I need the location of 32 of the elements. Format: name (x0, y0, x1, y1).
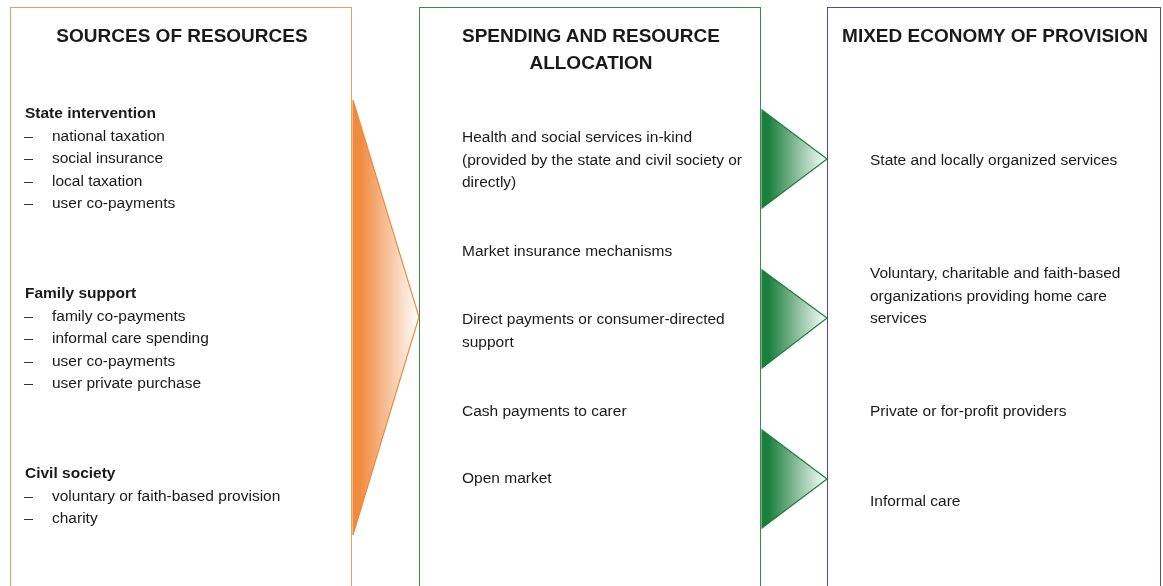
allocation-panel (419, 7, 761, 586)
item-text: Open market (462, 468, 553, 488)
list-item: local taxation (52, 171, 144, 191)
list-item: social insurance (52, 148, 165, 168)
panel-heading: SOURCES OF RESOURCES (55, 24, 309, 48)
chevron-arrow (352, 99, 420, 536)
item-text: Direct payments or consumer-directed support (462, 309, 726, 352)
list-item: family co-payments (52, 306, 187, 326)
panel-heading: MIXED ECONOMY OF PROVISION (841, 24, 1149, 48)
item-text: State and locally organized services (870, 150, 1119, 170)
item-text: Health and social services in-kind (provided by the state and civil society or directly) (462, 127, 743, 192)
panel-heading: SPENDING AND RESOURCE ALLOCATION (461, 24, 721, 75)
item-text: Market insurance mechanisms (462, 241, 674, 261)
item-text: Private or for-profit providers (870, 401, 1068, 421)
list-item: voluntary or faith-based provision (52, 486, 282, 506)
group-heading: Family support (25, 283, 138, 303)
item-text: Cash payments to carer (462, 401, 628, 421)
chevron-arrow (761, 428, 828, 530)
list-item: charity (52, 508, 99, 528)
chevron-arrow (761, 268, 828, 370)
list-item: user co-payments (52, 351, 177, 371)
item-text: Informal care (870, 491, 962, 511)
group-heading: Civil society (25, 463, 117, 483)
group-heading: State intervention (25, 103, 157, 123)
chevron-arrow (761, 108, 828, 210)
sources-panel (10, 7, 352, 586)
provision-panel (827, 7, 1161, 586)
list-item: national taxation (52, 126, 166, 146)
list-item: informal care spending (52, 328, 210, 348)
list-item: user co-payments (52, 193, 177, 213)
list-item: user private purchase (52, 373, 203, 393)
item-text: Voluntary, charitable and faith-based organizations providing home care services (870, 263, 1122, 328)
